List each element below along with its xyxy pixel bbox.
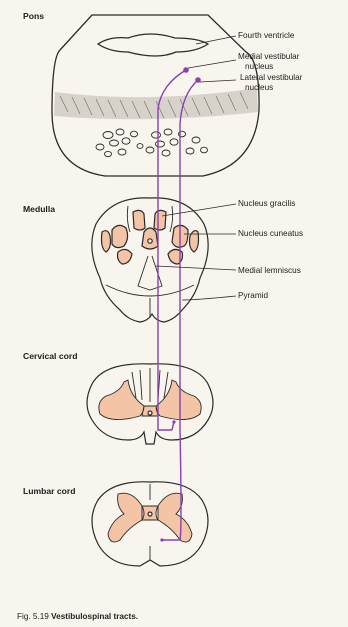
cervical-cord-section	[87, 364, 213, 444]
nucleus-gracilis-left	[133, 210, 145, 230]
lumbar-termination-dot	[160, 538, 163, 541]
leader-lateral-vestibular	[200, 80, 236, 82]
callout-lateral-vestibular-line1: Lateral vestibular	[240, 73, 302, 82]
section-label-pons: Pons	[23, 11, 44, 21]
callout-medial-lemniscus: Medial lemniscus	[238, 266, 301, 275]
section-label-cervical-cord: Cervical cord	[23, 351, 77, 361]
nucleus-cuneatus-left	[112, 225, 128, 247]
callout-leaders	[156, 36, 236, 300]
section-label-medulla: Medulla	[23, 204, 55, 214]
leader-medial-lemniscus	[156, 266, 236, 270]
spinal-trigeminal-left	[102, 231, 111, 252]
callout-medial-vestibular-line2: nucleus	[245, 62, 273, 71]
callout-lateral-vestibular-line2: nucleus	[245, 83, 273, 92]
callout-pyramid: Pyramid	[238, 291, 268, 300]
leader-pyramid	[182, 296, 236, 300]
figure-caption: Fig. 5.19 Vestibulospinal tracts.	[17, 612, 138, 621]
section-label-lumbar-cord: Lumbar cord	[23, 486, 76, 496]
medial-vestibular-nucleus-dot	[183, 67, 189, 73]
callout-nucleus-cuneatus: Nucleus cuneatus	[238, 229, 303, 238]
nucleus-gracilis-right	[154, 210, 166, 230]
medulla-central-canal	[148, 239, 152, 243]
callout-fourth-ventricle: Fourth ventricle	[238, 31, 294, 40]
leader-fourth-ventricle	[196, 36, 236, 44]
medulla-section	[92, 198, 208, 322]
pons-fiber-band	[54, 88, 258, 119]
leader-medial-vestibular	[188, 60, 236, 68]
callout-medial-vestibular-line1: Medial vestibular	[238, 52, 299, 61]
lumbar-grey-matter	[108, 493, 192, 542]
callout-nucleus-gracilis: Nucleus gracilis	[238, 199, 295, 208]
leader-nucleus-gracilis	[162, 204, 236, 216]
lateral-vestibular-nucleus-dot	[195, 77, 201, 83]
cervical-termination-dot	[172, 420, 175, 423]
fourth-ventricle	[98, 34, 208, 56]
figure-title: Vestibulospinal tracts.	[51, 612, 138, 621]
lumbar-central-canal	[148, 512, 152, 516]
figure-number: Fig. 5.19	[17, 612, 49, 621]
cervical-central-canal	[148, 411, 152, 415]
lumbar-cord-section	[92, 482, 208, 566]
pons-section	[52, 15, 259, 176]
olive-left	[118, 249, 133, 264]
cervical-posterior-column	[132, 368, 168, 402]
pontine-nuclei	[96, 129, 208, 157]
